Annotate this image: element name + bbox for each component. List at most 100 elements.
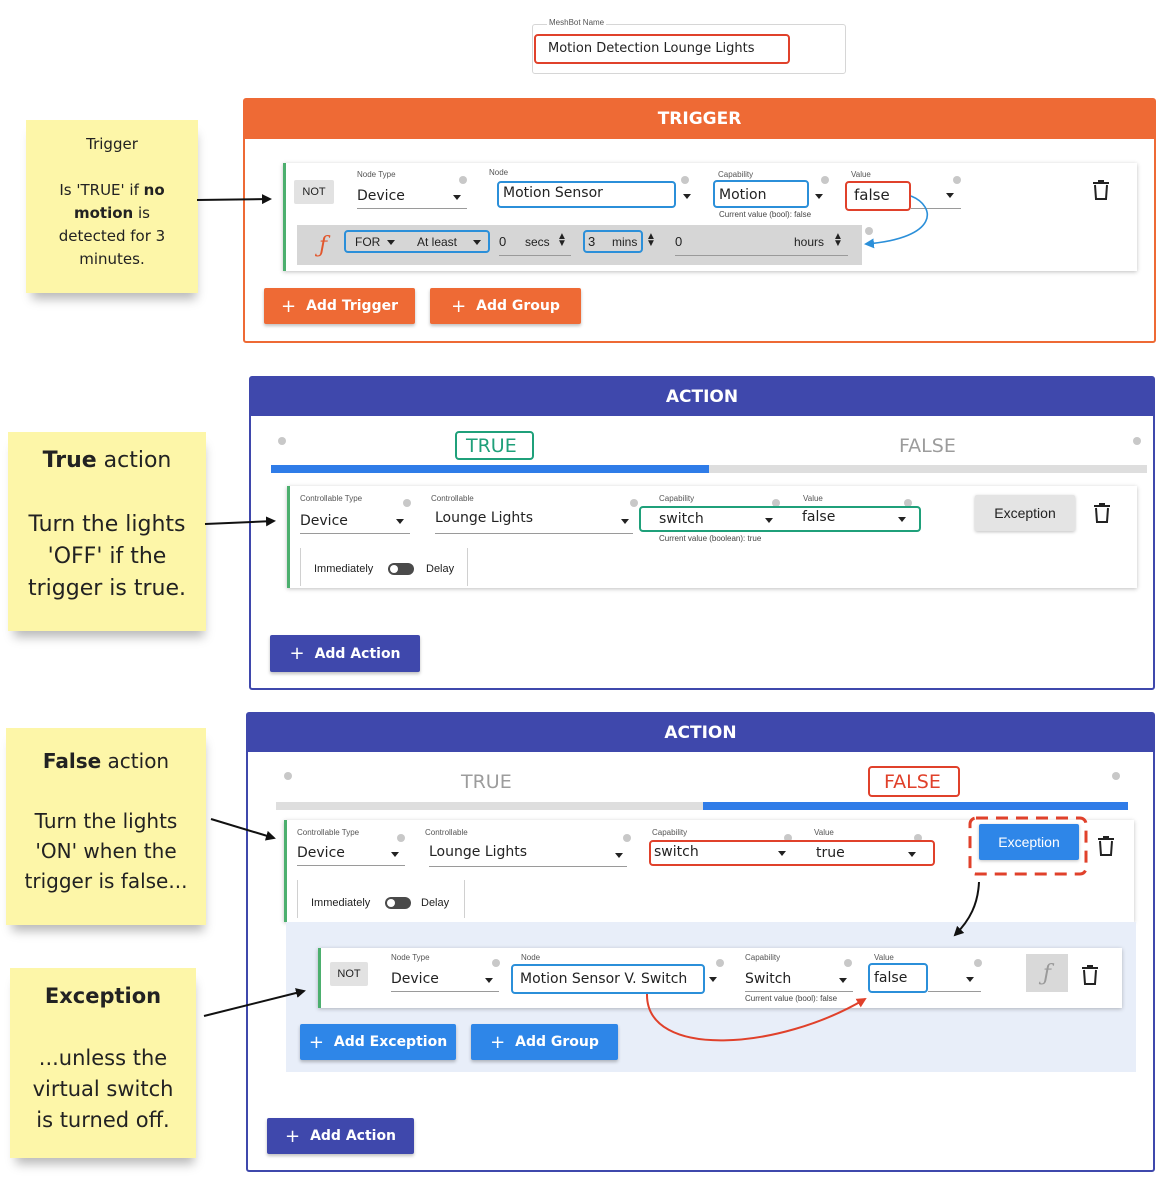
function-icon: ƒ [1042,960,1052,986]
exception-card: NOT Node Type Device Node Motion Sensor … [318,948,1122,1008]
stepper-icon[interactable]: ▲▼ [833,231,843,249]
trigger-card-accent [283,163,286,271]
info-icon [681,176,689,184]
chevron-down-icon [709,977,717,982]
trigger-panel: TRIGGER NOT Node Type Device Node Motion… [243,98,1156,343]
chevron-down-icon [391,852,399,857]
chevron-down-icon [839,978,847,983]
capability-select[interactable]: switch [654,843,788,863]
value-highlight [845,181,911,211]
for-atleast-highlight [344,230,490,253]
trash-icon[interactable] [1093,180,1109,200]
info-icon [459,176,467,184]
add-exception-button[interactable]: + Add Exception [300,1024,456,1060]
chevron-down-icon [765,518,773,523]
note-true-action: True action Turn the lights 'OFF' if the… [8,432,206,631]
meshbot-name-field[interactable]: MeshBot Name Motion Detection Lounge Lig… [532,18,846,74]
controllable-select[interactable]: Lounge Lights [429,841,627,867]
add-group-button[interactable]: + Add Group [471,1024,618,1060]
delay-toggle[interactable] [388,563,414,575]
info-icon [1112,772,1120,780]
tab-false[interactable]: FALSE [884,771,941,793]
mins-input[interactable]: 3 mins ▲▼ [588,231,656,250]
add-action-button[interactable]: + Add Action [267,1118,414,1154]
controllable-type-select[interactable]: Device [300,510,410,534]
trash-icon[interactable] [1098,836,1114,856]
exception-button[interactable]: Exception [975,495,1075,531]
tab-false[interactable]: FALSE [899,435,956,457]
plus-icon: + [308,1031,324,1053]
controllable-select[interactable]: Lounge Lights [435,508,633,534]
plus-icon: + [490,1031,506,1053]
capability-select[interactable]: Switch [745,968,853,992]
node-label: Node [489,168,509,177]
capability-label: Capability [745,953,781,962]
add-trigger-button[interactable]: + Add Trigger [264,288,415,324]
duration-row: ƒ FOR At least 0 secs ▲▼ 3 mins ▲▼ [297,225,862,265]
tab-true[interactable]: TRUE [461,771,512,793]
capability-highlight [713,180,809,208]
node-highlight [511,964,705,994]
plus-icon: + [289,643,305,664]
delay-label: Delay [426,563,455,575]
node-select[interactable]: Motion Sensor V. Switch [511,964,725,994]
exception-button[interactable]: Exception [979,824,1079,860]
chevron-down-icon [615,853,623,858]
value-label: Value [814,828,834,837]
meshbot-name-input[interactable]: Motion Detection Lounge Lights [548,41,755,56]
stepper-icon[interactable]: ▲▼ [646,231,656,249]
info-icon [904,499,912,507]
capability-value-highlight [649,840,935,866]
trigger-title: TRIGGER [657,109,742,129]
value-label: Value [874,953,894,962]
node-highlight [497,181,676,208]
chevron-down-icon [396,519,404,524]
tab-true[interactable]: TRUE [466,435,517,457]
function-icon[interactable]: ƒ [319,233,328,258]
add-action-button[interactable]: + Add Action [270,635,420,672]
mins-highlight [583,230,643,253]
value-select[interactable]: false [802,509,910,529]
secs-input[interactable]: 0 secs ▲▼ [499,231,571,256]
exception-not-toggle[interactable]: NOT [330,962,368,986]
node-type-select[interactable]: Device [391,968,499,992]
chevron-down-icon [683,194,691,199]
info-icon [284,772,292,780]
capability-select[interactable]: Motion [713,180,829,208]
chevron-down-icon [898,517,906,522]
delay-toggle[interactable] [385,897,411,909]
trigger-panel-header: TRIGGER [245,100,1154,139]
function-button[interactable]: ƒ [1026,954,1068,992]
value-select[interactable]: false [845,181,961,211]
for-select[interactable]: FOR [355,235,405,251]
controllable-type-label: Controllable Type [297,828,360,837]
trash-icon[interactable] [1094,503,1110,523]
info-icon [914,834,922,842]
info-icon [492,959,500,967]
hours-input[interactable]: 0 hours ▲▼ [675,231,848,256]
value-select[interactable]: true [816,844,920,864]
node-type-select[interactable]: Device [357,185,467,209]
tab-indicator-active [271,465,709,473]
node-select[interactable]: Motion Sensor [493,181,701,209]
controllable-label: Controllable [425,828,468,837]
add-group-button[interactable]: + Add Group [430,288,581,324]
chevron-down-icon [473,240,481,245]
exception-dashed-highlight [968,816,1088,876]
arrow-value-to-duration [864,195,928,249]
action-panel-header: ACTION [251,378,1153,416]
stepper-icon[interactable]: ▲▼ [557,231,567,249]
trigger-not-toggle[interactable]: NOT [294,180,334,204]
controllable-type-select[interactable]: Device [297,842,405,866]
action-panel-false: ACTION TRUE FALSE Controllable Type Devi… [246,712,1155,1172]
arrow-exception-expand [953,881,980,937]
info-icon [953,176,961,184]
controllable-type-label: Controllable Type [300,494,363,503]
value-select[interactable]: false [868,963,981,993]
value-label: Value [851,170,871,179]
atleast-select[interactable]: At least [417,235,485,251]
info-icon [278,437,286,445]
capability-select[interactable]: switch [659,510,777,530]
trash-icon[interactable] [1082,965,1098,985]
